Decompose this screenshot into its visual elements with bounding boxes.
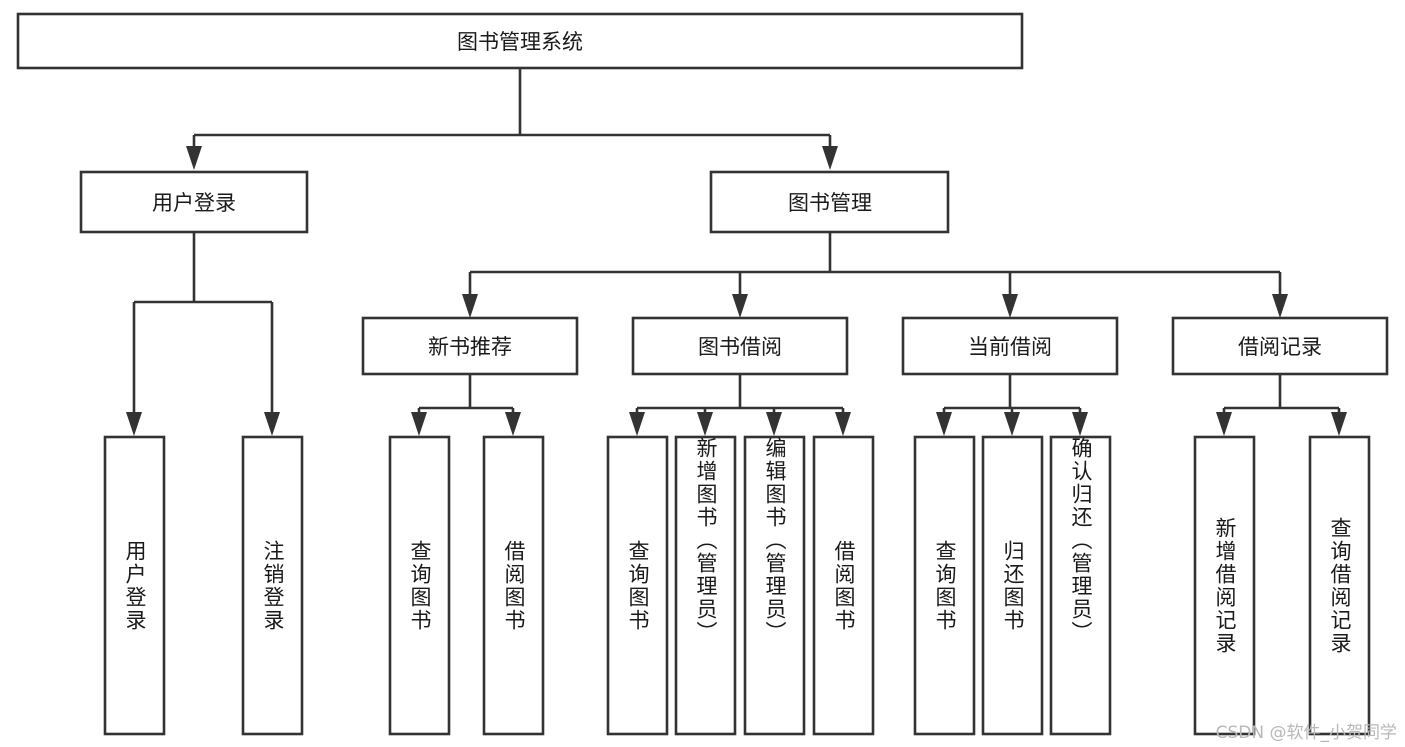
leaf-box-recommend-0[interactable] — [388, 435, 451, 736]
arrow-head-current-leaf-1 — [936, 412, 952, 436]
node-book-management[interactable] — [709, 170, 950, 234]
arrow-head-borrow-leaf-3 — [766, 412, 782, 436]
arrow-head-recommend-leaf-1 — [411, 412, 427, 436]
arrow-head-level3-4 — [1272, 294, 1288, 318]
leaf-box-recommend-1[interactable] — [482, 435, 545, 736]
arrow-head-record-leaf-2 — [1331, 412, 1347, 436]
node-borrow-record[interactable] — [1171, 316, 1389, 376]
node-book-management-label: 图书管理 — [788, 191, 872, 215]
leaf-box-user-login-0[interactable] — [103, 435, 166, 736]
leaf-box-record-1[interactable] — [1308, 435, 1371, 736]
node-new-book-recommend-label: 新书推荐 — [428, 335, 512, 359]
node-root[interactable] — [16, 12, 1024, 70]
arrow-head-level3-2 — [732, 294, 748, 318]
node-book-borrow-label: 图书借阅 — [698, 335, 782, 359]
leaf-box-borrow-3[interactable] — [812, 435, 875, 736]
node-label-group: 图书管理系统 用户登录 图书管理 新书推荐 图书借阅 当前借阅 借阅记录 — [152, 30, 1322, 359]
node-borrow-record-label: 借阅记录 — [1238, 335, 1322, 359]
node-user-login-label: 用户登录 — [152, 191, 236, 215]
edge-group — [126, 68, 1347, 436]
leaf-box-user-login-1[interactable] — [241, 435, 304, 736]
node-current-borrow-label: 当前借阅 — [968, 335, 1052, 359]
arrow-head-current-leaf-3 — [1072, 412, 1088, 436]
arrow-head-userlogin-leaf-2 — [264, 412, 280, 436]
node-new-book-recommend[interactable] — [361, 316, 579, 376]
node-current-borrow[interactable] — [901, 316, 1119, 376]
arrow-head-borrow-leaf-4 — [835, 412, 851, 436]
arrow-head-bookmgmt — [822, 146, 838, 170]
node-root-label: 图书管理系统 — [457, 30, 583, 54]
leaf-box-borrow-2[interactable] — [743, 435, 806, 736]
node-book-borrow[interactable] — [631, 316, 849, 376]
arrow-head-borrow-leaf-1 — [629, 412, 645, 436]
arrow-head-userlogin — [186, 146, 202, 170]
arrow-head-record-leaf-1 — [1216, 412, 1232, 436]
leaf-box-record-0[interactable] — [1193, 435, 1256, 736]
arrow-head-borrow-leaf-2 — [697, 412, 713, 436]
arrow-head-current-leaf-2 — [1004, 412, 1020, 436]
leaf-box-current-2[interactable] — [1049, 435, 1112, 736]
leaf-box-current-1[interactable] — [981, 435, 1044, 736]
arrow-head-recommend-leaf-2 — [505, 412, 521, 436]
leaf-box-current-0[interactable] — [913, 435, 976, 736]
leaf-box-borrow-0[interactable] — [606, 435, 669, 736]
node-user-login[interactable] — [79, 170, 309, 234]
node-box-group — [16, 12, 1389, 736]
arrow-head-userlogin-leaf-1 — [126, 412, 142, 436]
leaf-box-borrow-1[interactable] — [674, 435, 737, 736]
arrow-head-level3-3 — [1002, 294, 1018, 318]
arrow-head-level3-1 — [462, 294, 478, 318]
